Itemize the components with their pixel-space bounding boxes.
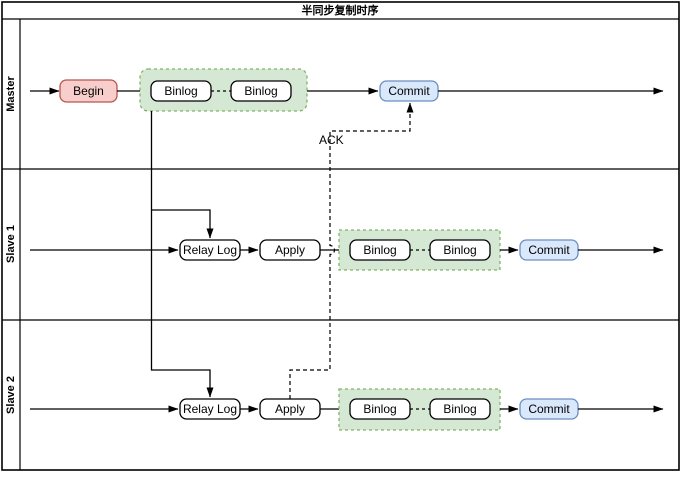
slave2-binlog-a-label: Binlog — [363, 402, 396, 416]
pool-title: 半同步复制时序 — [302, 3, 379, 17]
master-binlog-b-label: Binlog — [244, 84, 277, 98]
master-binlog-b-box — [230, 80, 292, 102]
slave1-commit-node: Commit — [519, 239, 579, 261]
slave1-binlog-a-label: Binlog — [363, 243, 396, 257]
slave1-binlog-group: Binlog Binlog — [338, 229, 501, 271]
slave2-binlog-group: Binlog Binlog — [338, 388, 501, 431]
slave1-binlog-b-label: Binlog — [443, 243, 476, 257]
edge-ack-slave2-apply-to-master-commit — [289, 102, 414, 399]
begin-label: Begin — [73, 84, 104, 98]
slave1-apply-label: Apply — [275, 243, 305, 257]
slave1-apply-node: Apply — [259, 239, 321, 261]
lane-label-master: Master — [5, 76, 17, 112]
lane-label-slave1: Slave 1 — [5, 225, 17, 263]
master-binlog-group: Binlog Binlog — [139, 68, 308, 112]
ack-label: ACK — [319, 133, 344, 147]
slave2-binlog-b-box — [429, 398, 491, 420]
slave2-apply-node: Apply — [259, 398, 321, 420]
slave2-apply-label: Apply — [275, 402, 305, 416]
slave1-relay-label: Relay Log — [183, 243, 237, 257]
lane-label-slave2: Slave 2 — [5, 376, 17, 414]
master-begin-node: Begin — [59, 79, 118, 103]
slave2-relay-label: Relay Log — [183, 402, 237, 416]
master-binlog-a-label: Binlog — [164, 84, 197, 98]
edge-master-to-slave2-relay — [150, 111, 214, 398]
master-commit-node: Commit — [379, 80, 439, 102]
slave2-relay-log-node: Relay Log — [179, 398, 241, 420]
slave2-commit-label: Commit — [528, 402, 570, 416]
slave1-relay-log-node: Relay Log — [179, 239, 241, 261]
edge-master-to-slave1-relay — [151, 209, 214, 239]
master-commit-label: Commit — [388, 84, 430, 98]
slave2-commit-node: Commit — [519, 398, 579, 420]
slave2-binlog-b-label: Binlog — [443, 402, 476, 416]
slave1-commit-label: Commit — [528, 243, 570, 257]
slave1-binlog-b-box — [429, 239, 491, 261]
